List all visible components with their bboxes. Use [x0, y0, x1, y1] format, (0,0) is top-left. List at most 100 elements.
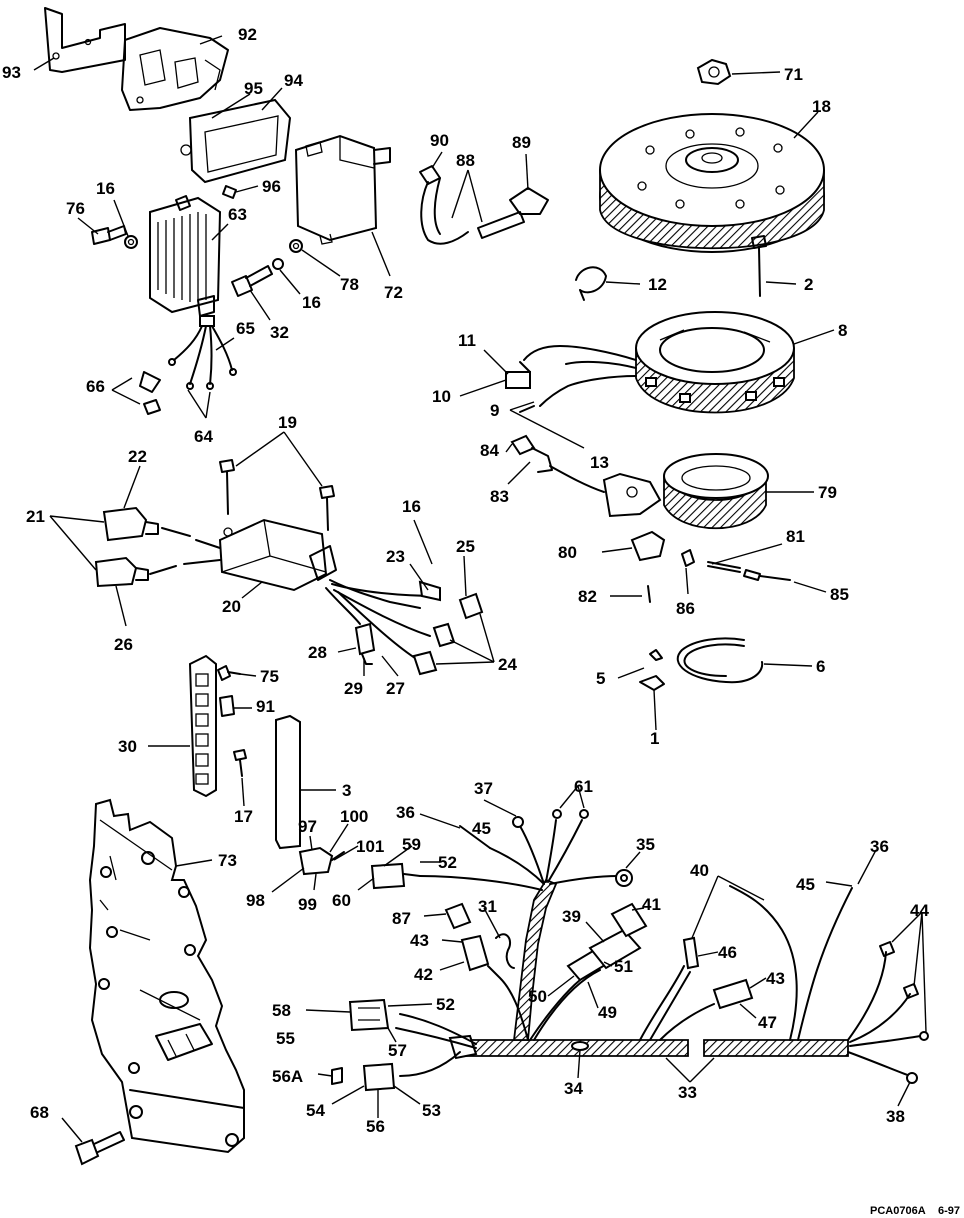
rectifier-leads	[139, 315, 237, 415]
ignition-coil	[294, 134, 391, 245]
callout-26: 26	[114, 635, 133, 654]
callout-83: 83	[490, 487, 509, 506]
callout-16c: 16	[402, 497, 421, 516]
callout-39: 39	[562, 907, 581, 926]
callout-75: 75	[260, 667, 279, 686]
screw-17	[233, 749, 247, 777]
callout-59: 59	[402, 835, 421, 854]
callout-65: 65	[236, 319, 255, 338]
spark-plug-lead	[419, 165, 549, 245]
callout-71: 71	[784, 65, 803, 84]
callout-54: 54	[306, 1101, 325, 1120]
callout-12: 12	[648, 275, 667, 294]
callout-68: 68	[30, 1103, 49, 1122]
footer: PCA0706A 6-97	[870, 1205, 960, 1217]
retaining-ring	[639, 637, 764, 691]
clamp-12	[575, 266, 607, 301]
callout-80: 80	[558, 543, 577, 562]
callout-66: 66	[86, 377, 105, 396]
callout-13: 13	[590, 453, 609, 472]
callout-90: 90	[430, 131, 449, 150]
callout-56A: 56A	[272, 1067, 303, 1086]
callout-24: 24	[498, 655, 517, 674]
callout-31: 31	[478, 897, 497, 916]
callout-labels: 93 92 94 95 96 63 16 76 16 32 78 72 90 8…	[2, 25, 929, 1136]
callout-97: 97	[298, 817, 317, 836]
callout-78: 78	[340, 275, 359, 294]
callout-23: 23	[386, 547, 405, 566]
callout-87: 87	[392, 909, 411, 928]
callout-64: 64	[194, 427, 213, 446]
callout-57: 57	[388, 1041, 407, 1060]
rectifier-cover	[180, 98, 292, 184]
callout-76: 76	[66, 199, 85, 218]
callout-32: 32	[270, 323, 289, 342]
callout-51: 51	[614, 957, 633, 976]
callout-45a: 45	[472, 819, 491, 838]
callout-17: 17	[234, 807, 253, 826]
power-pack-leads	[325, 579, 484, 676]
callout-2: 2	[804, 275, 813, 294]
callout-29: 29	[344, 679, 363, 698]
callout-101: 101	[356, 837, 384, 856]
callout-38: 38	[886, 1107, 905, 1126]
callout-52a: 52	[438, 853, 457, 872]
drawing-code: PCA0706A	[870, 1205, 926, 1217]
callout-50: 50	[528, 987, 547, 1006]
callout-30: 30	[118, 737, 137, 756]
connector-26	[94, 556, 221, 588]
callout-28: 28	[308, 643, 327, 662]
washer-78	[289, 239, 303, 253]
washer-16b	[272, 258, 284, 270]
callout-93: 93	[2, 63, 21, 82]
callout-63: 63	[228, 205, 247, 224]
callout-1: 1	[650, 729, 659, 748]
callout-52b: 52	[436, 995, 455, 1014]
callout-43b: 43	[766, 969, 785, 988]
callout-27: 27	[386, 679, 405, 698]
cover-strip-3	[275, 714, 301, 850]
callout-85: 85	[830, 585, 849, 604]
electrical-bracket	[88, 798, 245, 1154]
callout-84: 84	[480, 441, 499, 460]
callout-11: 11	[458, 331, 476, 350]
callout-47: 47	[758, 1013, 777, 1032]
callout-96: 96	[262, 177, 281, 196]
callout-8: 8	[838, 321, 847, 340]
voltage-rectifier	[149, 195, 222, 317]
callout-95: 95	[244, 79, 263, 98]
callout-34: 34	[564, 1079, 583, 1098]
callout-79: 79	[818, 483, 837, 502]
callout-43a: 43	[410, 931, 429, 950]
callout-98: 98	[246, 891, 265, 910]
callout-16a: 16	[96, 179, 115, 198]
callout-60: 60	[332, 891, 351, 910]
callout-86: 86	[676, 599, 695, 618]
callout-92: 92	[238, 25, 257, 44]
callout-10: 10	[432, 387, 451, 406]
screw-96	[222, 185, 237, 199]
callout-3: 3	[342, 781, 351, 800]
callout-44: 44	[910, 901, 929, 920]
callout-5: 5	[596, 669, 605, 688]
sensor-84	[510, 434, 605, 493]
bolt-76	[91, 225, 127, 245]
timer-link	[630, 530, 791, 603]
callout-91: 91	[256, 697, 275, 716]
callout-16b: 16	[302, 293, 321, 312]
callout-100: 100	[340, 807, 368, 826]
wiring-harness	[331, 809, 929, 1092]
connector-22	[102, 506, 221, 549]
callout-58: 58	[272, 1001, 291, 1020]
screw-19b	[319, 485, 335, 531]
callout-99: 99	[298, 895, 317, 914]
callout-9: 9	[490, 401, 499, 420]
connector-97-101	[298, 846, 345, 876]
clip-91	[219, 695, 235, 717]
callout-36b: 36	[870, 837, 889, 856]
callout-53: 53	[422, 1101, 441, 1120]
drawing-date: 6-97	[938, 1205, 960, 1217]
callout-81: 81	[786, 527, 805, 546]
screw-2	[751, 235, 767, 297]
